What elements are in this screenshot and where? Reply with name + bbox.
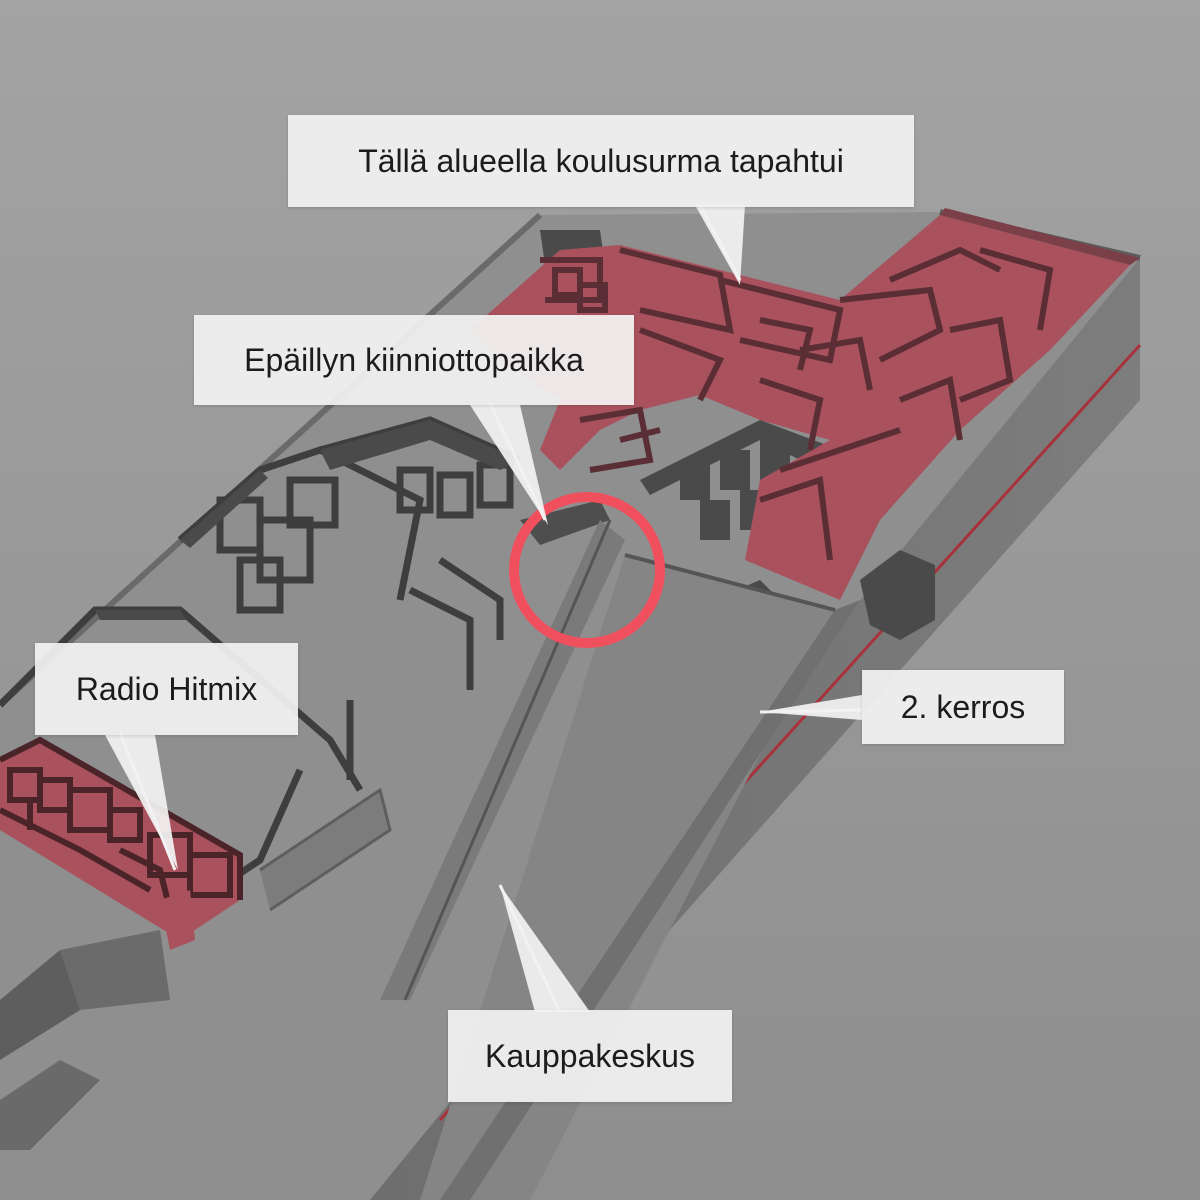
arrest-marker-circle xyxy=(509,492,665,648)
callout-pointer-wedges xyxy=(105,205,862,1012)
shopping-center-label: Kauppakeskus xyxy=(448,1010,732,1102)
radio-hitmix-label: Radio Hitmix xyxy=(35,643,298,735)
shooting-area-label-text: Tällä alueella koulusurma tapahtui xyxy=(358,143,844,179)
lower-left-structures xyxy=(0,787,392,1150)
shooting-area-label: Tällä alueella koulusurma tapahtui xyxy=(288,115,914,207)
second-floor-label-text: 2. kerros xyxy=(900,689,1026,725)
radio-hitmix-label-text: Radio Hitmix xyxy=(75,671,258,707)
shooting-area-rooms xyxy=(470,208,1140,600)
second-floor-label: 2. kerros xyxy=(862,670,1064,744)
arrest-location-label: Epäillyn kiinniottopaikka xyxy=(194,315,634,405)
arrest-location-label-text: Epäillyn kiinniottopaikka xyxy=(244,342,584,378)
shopping-center-label-text: Kauppakeskus xyxy=(485,1038,695,1074)
